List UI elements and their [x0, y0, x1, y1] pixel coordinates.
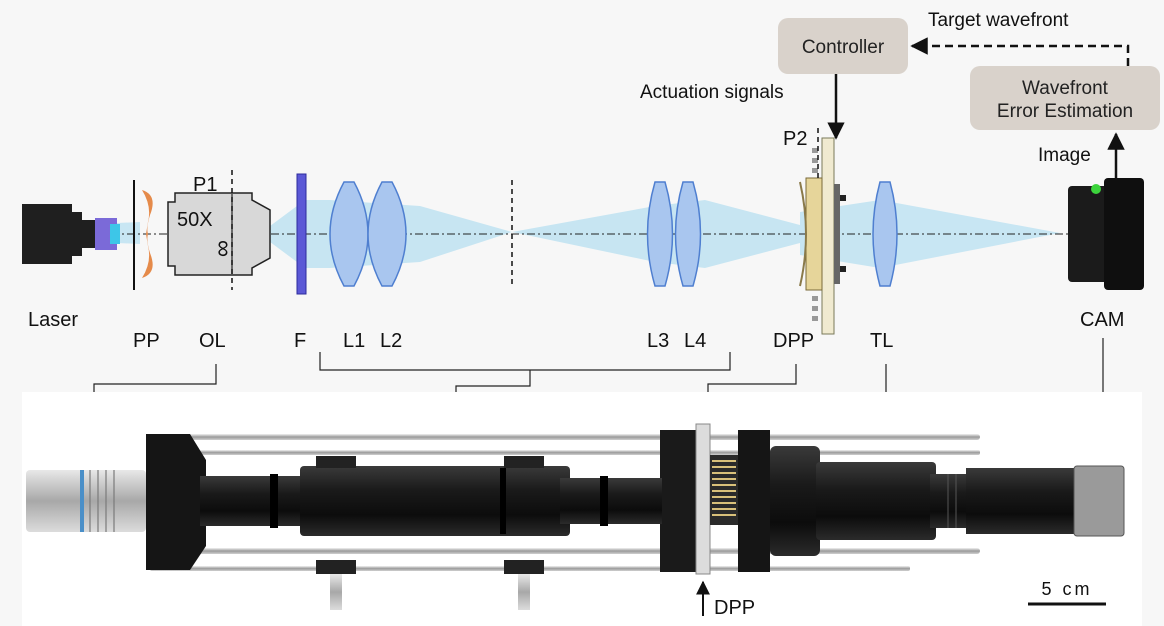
photo-dpp-label: DPP	[714, 597, 755, 619]
controller-label: Controller	[802, 37, 885, 58]
post-mount	[316, 560, 356, 574]
photo-camera-tube	[966, 468, 1078, 534]
lens-l1-icon	[329, 181, 369, 287]
tl-label: TL	[870, 330, 893, 352]
photo-lens-tube	[200, 476, 310, 526]
cam-label: CAM	[1080, 309, 1124, 331]
objective-magnification: 50X	[177, 209, 213, 231]
photo-camera-lens	[930, 474, 970, 528]
setup-photograph: DPP 5 cm	[22, 392, 1142, 626]
post	[518, 574, 530, 610]
photo-lens-tube	[560, 478, 662, 524]
objective-infinity-symbol: ∞	[210, 240, 237, 257]
tube-lens-icon	[872, 181, 898, 287]
lens-l2-icon	[367, 181, 407, 287]
actuation-signals-label: Actuation signals	[640, 82, 784, 103]
ol-label: OL	[199, 330, 226, 352]
photo-camera-body	[1073, 465, 1125, 537]
camera-icon	[1068, 178, 1144, 290]
target-wavefront-arrow	[910, 37, 1130, 66]
objective-lens-icon	[167, 192, 271, 276]
cage-plate	[146, 434, 206, 570]
schematic: Laser PP 50X ∞ P1 OL F L1 L2	[22, 10, 1160, 352]
pp-label: PP	[133, 330, 160, 352]
photo-tube-lens-body	[816, 462, 936, 540]
post-mount	[504, 560, 544, 574]
cage-rod	[150, 548, 980, 554]
scale-bar-label: 5 cm	[1041, 579, 1092, 599]
lens-l4-icon	[674, 181, 702, 287]
laser-label: Laser	[28, 309, 78, 331]
plane-p2-label: P2	[783, 128, 807, 150]
l3-label: L3	[647, 330, 669, 352]
image-label: Image	[1038, 145, 1091, 166]
photo-objective	[26, 470, 146, 532]
wavefront-label-line1: Wavefront	[1022, 78, 1109, 99]
pinhole-icon	[142, 190, 153, 278]
l2-label: L2	[380, 330, 402, 352]
post	[330, 574, 342, 610]
photo-lens-tube	[300, 466, 570, 536]
photo-dpp-plate	[695, 423, 711, 575]
l4-label: L4	[684, 330, 706, 352]
cage-plate	[660, 430, 700, 572]
post-mount	[316, 456, 356, 468]
l1-label: L1	[343, 330, 365, 352]
plane-p1-label: P1	[193, 174, 217, 196]
wavefront-label-line2: Error Estimation	[997, 101, 1133, 122]
target-wavefront-label: Target wavefront	[928, 10, 1069, 31]
cage-rod	[150, 450, 980, 455]
photo-tube-lens	[770, 446, 820, 556]
filter-icon	[296, 173, 307, 295]
wavefront-estimation-box	[970, 66, 1160, 130]
lens-l3-icon	[646, 181, 674, 287]
laser-icon	[22, 204, 120, 264]
dpp-label: DPP	[773, 330, 814, 352]
controller-box	[778, 18, 908, 74]
cage-plate	[738, 430, 770, 572]
deformable-phase-plate-icon	[799, 137, 846, 335]
f-label: F	[294, 330, 306, 352]
post-mount	[504, 456, 544, 468]
cage-rod	[150, 434, 980, 440]
